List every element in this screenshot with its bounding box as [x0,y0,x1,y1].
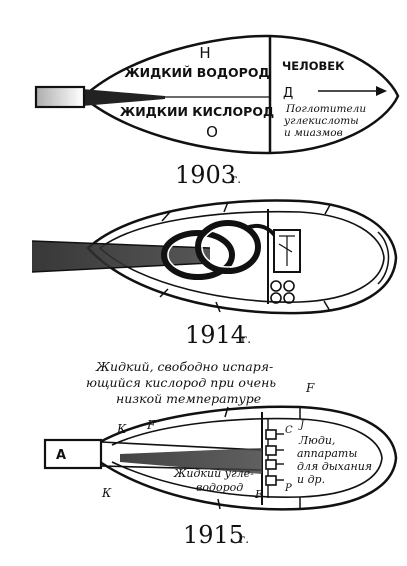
absorbers-line-2: углекислоты [283,115,359,127]
caption-line-3: низкой температуре [116,391,261,406]
rocket-1914-tube-edge-bottom [31,262,211,273]
f-inner-letter: F [146,418,156,432]
rocket-1915-nozzle [43,438,103,470]
people-line-1: Люди, [298,434,335,447]
rocket-1915-inner-hull [111,417,383,499]
rocket-1914-valve-2 [270,292,282,304]
rocket-1915-rib-4 [217,498,221,510]
d-letter: Д [283,86,293,101]
rocket-1914-valve-3 [283,280,295,292]
people-line-3: для дыхания [297,460,372,473]
year-1903-suffix: г. [231,172,241,186]
rocket-1915-valve-block-2 [265,445,277,456]
rocket-1914-rib-1 [161,211,171,222]
people-line-4: и др. [297,473,325,486]
rocket-1914-coil-2-inner [201,226,255,268]
rocket-1914-coil-2 [195,220,261,274]
rocket-1903-body [81,34,400,155]
rocket-1914-rib-6 [159,288,169,298]
year-1914-suffix: г. [241,332,251,346]
caption-line-2: ющийся кислород при очень [86,375,276,390]
year-1915-suffix: г. [239,532,249,546]
rocket-1914-outer-hull [86,199,398,315]
hydrocarbon-line-1: Жидкий угле- [173,467,254,480]
caption-1915: Жидкий, свободно испаря- ющийся кислород… [86,359,315,406]
human-label: ЧЕЛОВЕК [282,59,345,73]
k-upper-letter: К [116,422,127,436]
rocket-1914 [31,199,398,315]
p-letter: Р [284,483,292,494]
year-1915-number: 1915 [183,521,244,549]
rocket-1915-valve-block-1 [265,429,277,440]
f-top-letter: F [305,381,315,395]
oxygen-label: ЖИДКИИ КИСЛОРОД [120,104,274,119]
rocket-1914-rib-2 [223,201,229,213]
rocket-1914-inner-hull [98,210,385,303]
rocket-1914-rib-4 [323,300,331,312]
rocket-1915-outer-hull [99,405,398,511]
c-letter: С [285,425,293,436]
people-line-2: аппараты [297,447,357,460]
direction-arrow-head [376,86,387,96]
year-1914-number: 1914 [185,321,246,349]
absorbers-line-1: Поглотители [285,103,366,115]
year-1915: 1915 г. [183,521,249,549]
j-letter: J [298,420,305,431]
rocket-1903-nozzle-cone [82,89,165,106]
k-lower-letter: К [101,486,112,500]
rocket-1903: Н ЖИДКИЙ ВОДОРОД ЖИДКИИ КИСЛОРОД О ЧЕЛОВ… [34,34,400,155]
a-letter: А [56,448,66,463]
rocket-1914-valve-4 [283,292,295,304]
hydrocarbon-line-2: водород [196,481,243,494]
absorbers-line-3: и миазмов [284,127,343,139]
rocket-1914-tube-edge-top [31,240,211,249]
f-bottom-letter: F [254,488,263,501]
year-1903: 1903 г. [175,161,241,189]
rocket-1914-valve-1 [270,280,282,292]
rocket-1914-coil-1 [161,230,235,280]
rocket-1915-cone-upper [100,441,263,451]
rocket-1915-fuel-stream [120,448,262,474]
rocket-1914-rib-3 [324,204,331,215]
rocket-1915-valve-block-4 [265,475,277,486]
rocket-1915-rib-1 [224,406,229,418]
caption-line-1: Жидкий, свободно испаря- [95,359,273,374]
year-1914: 1914 г. [185,321,251,349]
rocket-1915: К F А С J Люди, аппараты для дыхания и д… [43,405,398,511]
year-1903-number: 1903 [175,161,236,189]
rocket-1915-valve-block-3 [265,459,277,470]
rocket-1914-nose-cone [377,231,390,285]
hydrogen-label: ЖИДКИЙ ВОДОРОД [124,65,269,80]
rocket-1903-exhaust [37,88,83,106]
o-letter: О [206,123,218,141]
rocket-1914-rib-5 [215,301,221,313]
h-letter: Н [199,44,210,62]
